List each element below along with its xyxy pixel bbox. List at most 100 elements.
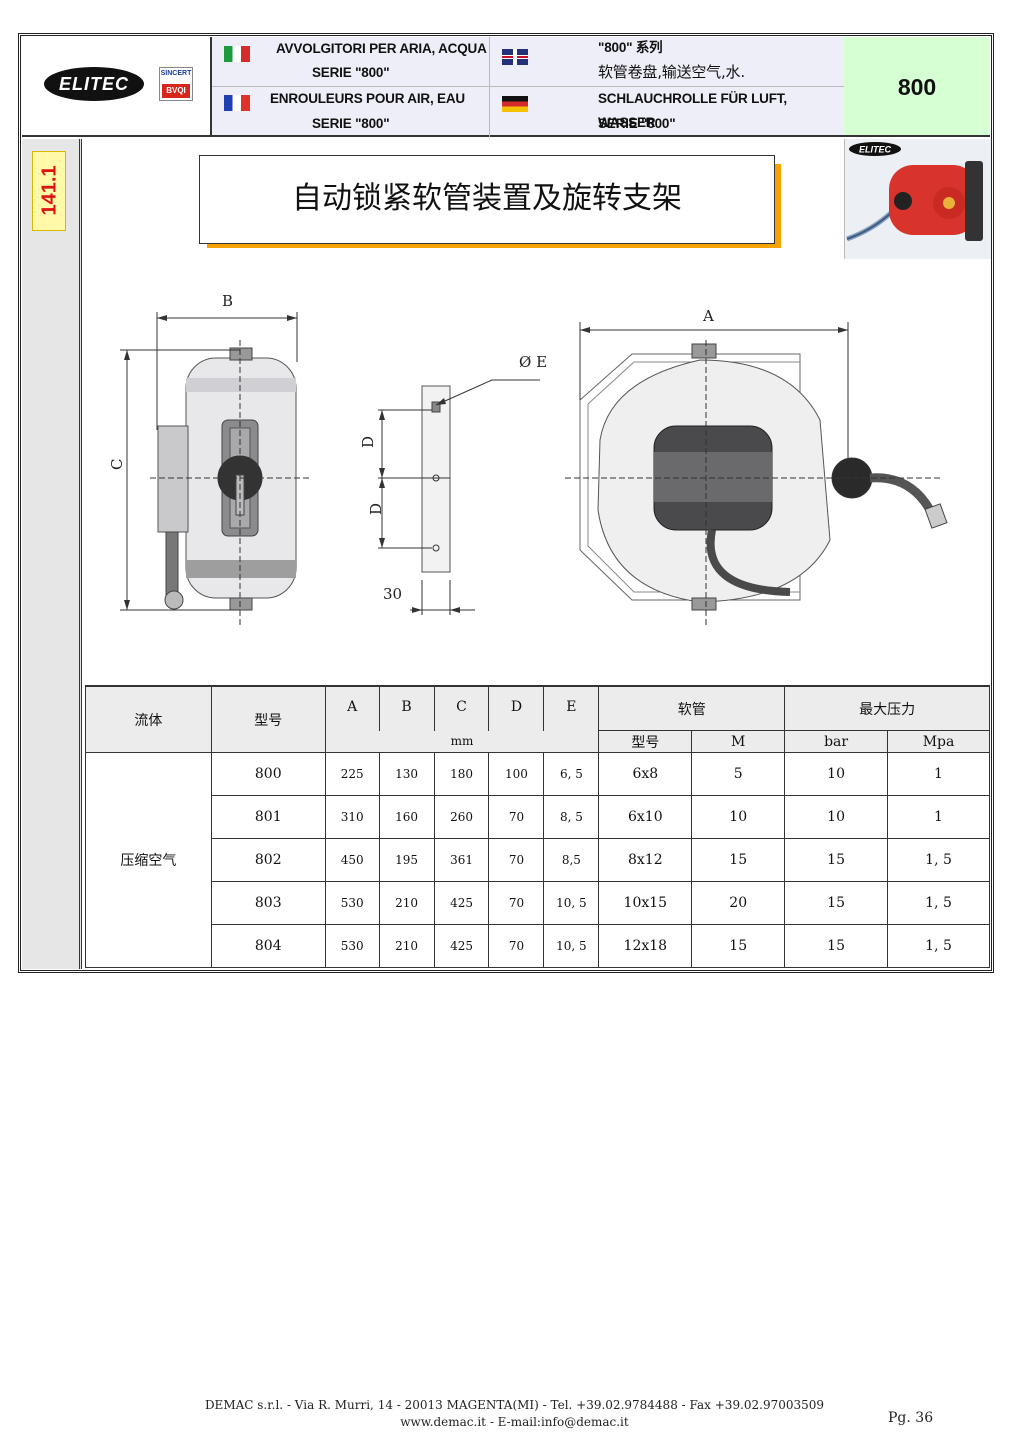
col-pressure: 最大压力 (784, 686, 990, 731)
cn-title-1: "800" 系列 (598, 40, 663, 55)
cn-title-2: 软管卷盘,输送空气,水. (598, 63, 745, 81)
de-title-1: SCHLAUCHROLLE FÜR LUFT, WASSER (598, 91, 787, 130)
header-divider-h (212, 86, 844, 87)
cell-d: 70 (488, 924, 545, 968)
cell-d: 70 (488, 795, 545, 839)
cell-b: 210 (378, 881, 435, 925)
cell-mpa: 1 (887, 795, 990, 839)
page-code: 141.1 (38, 165, 61, 216)
cell-mpa: 1, 5 (887, 924, 990, 968)
page-title: 自动锁紧软管装置及旋转支架 (199, 155, 775, 244)
col-fluid: 流体 (85, 686, 212, 753)
col-d: D (488, 686, 545, 731)
cell-b: 160 (378, 795, 435, 839)
cell-e: 8, 5 (543, 795, 600, 839)
unit-mm: mm (324, 730, 600, 753)
col-hose-m: M (691, 730, 786, 753)
certification-logo: SINCERT BVQI (159, 67, 193, 101)
cell-model: 801 (210, 795, 326, 839)
col-hose-model: 型号 (598, 730, 693, 753)
table-row: 802 450 195 361 70 8,5 8x12 15 15 1, 5 (86, 838, 990, 882)
cell-m: 10 (691, 795, 786, 839)
cell-m: 15 (691, 924, 786, 968)
fr-title-2: SERIE "800" (312, 116, 390, 131)
elitec-logo-text: ELITEC (58, 74, 129, 94)
page-code-tag: 141.1 (32, 151, 66, 231)
cell-hose: 6x8 (598, 752, 693, 796)
cell-bar: 10 (784, 795, 889, 839)
cell-hose: 10x15 (598, 881, 693, 925)
table-row: 801 310 160 260 70 8, 5 6x10 10 10 1 (86, 795, 990, 839)
cell-a: 225 (324, 752, 380, 796)
footer-address: DEMAC s.r.l. - Via R. Murri, 14 - 20013 … (204, 1398, 825, 1412)
cell-c: 180 (433, 752, 490, 796)
cell-mpa: 1 (887, 752, 990, 796)
cell-model: 802 (210, 838, 326, 882)
col-b: B (378, 686, 435, 731)
cell-c: 425 (433, 924, 490, 968)
cell-bar: 10 (784, 752, 889, 796)
col-a: A (324, 686, 380, 731)
cell-d: 100 (488, 752, 545, 796)
cell-c: 425 (433, 881, 490, 925)
cell-m: 20 (691, 881, 786, 925)
cell-d: 70 (488, 838, 545, 882)
footer: DEMAC s.r.l. - Via R. Murri, 14 - 20013 … (0, 1397, 1029, 1431)
page-frame (18, 33, 994, 973)
cell-a: 450 (324, 838, 380, 882)
cell-b: 210 (378, 924, 435, 968)
product-photo: ELITEC (844, 139, 991, 259)
france-flag-icon (224, 95, 250, 111)
cert-bottom-text: BVQI (162, 84, 190, 98)
cell-a: 530 (324, 924, 380, 968)
table-row: 803 530 210 425 70 10, 5 10x15 20 15 1, … (86, 881, 990, 925)
cell-hose: 6x10 (598, 795, 693, 839)
cell-a: 530 (324, 881, 380, 925)
italy-flag-icon (224, 46, 250, 62)
col-bar: bar (784, 730, 889, 753)
cell-c: 361 (433, 838, 490, 882)
table-row: 804 530 210 425 70 10, 5 12x18 15 15 1, … (86, 924, 990, 968)
germany-flag-icon (502, 96, 528, 112)
cert-top-text: SINCERT (160, 70, 192, 77)
elitec-logo: ELITEC (44, 67, 144, 101)
footer-contact: www.demac.it - E-mail:info@demac.it (400, 1415, 629, 1429)
cell-c: 260 (433, 795, 490, 839)
cell-model: 803 (210, 881, 326, 925)
table-row: 压缩空气 800 225 130 180 100 6, 5 6x8 5 10 1 (85, 752, 990, 968)
cell-e: 10, 5 (543, 924, 600, 968)
cell-mpa: 1, 5 (887, 838, 990, 882)
col-mpa: Mpa (887, 730, 990, 753)
cell-b: 195 (378, 838, 435, 882)
cell-m: 15 (691, 838, 786, 882)
cell-mpa: 1, 5 (887, 881, 990, 925)
col-hose: 软管 (598, 686, 786, 731)
cell-e: 10, 5 (543, 881, 600, 925)
it-title-2: SERIE "800" (312, 65, 390, 80)
header-titles: AVVOLGITORI PER ARIA, ACQUA SERIE "800" … (212, 37, 844, 137)
hose-reel-photo: ELITEC (845, 139, 991, 259)
it-title-1: AVVOLGITORI PER ARIA, ACQUA (276, 41, 487, 56)
cell-hose: 8x12 (598, 838, 693, 882)
cell-a: 310 (324, 795, 380, 839)
cell-bar: 15 (784, 881, 889, 925)
cell-m: 5 (691, 752, 786, 796)
uk-flag-icon (502, 49, 528, 65)
col-model: 型号 (210, 686, 326, 753)
fluid-cell: 压缩空气 (85, 752, 212, 968)
photo-logo-text: ELITEC (859, 145, 892, 155)
cell-model: 800 (210, 752, 326, 796)
cell-d: 70 (488, 881, 545, 925)
cell-bar: 15 (784, 838, 889, 882)
col-e: E (543, 686, 600, 731)
cell-e: 8,5 (543, 838, 600, 882)
header-divider-v (489, 37, 490, 137)
cell-hose: 12x18 (598, 924, 693, 968)
cell-b: 130 (378, 752, 435, 796)
cell-model: 804 (210, 924, 326, 968)
logo-area: ELITEC SINCERT BVQI (22, 37, 212, 137)
cell-e: 6, 5 (543, 752, 600, 796)
cell-bar: 15 (784, 924, 889, 968)
series-number: 800 (844, 37, 990, 137)
fr-title-1: ENROULEURS POUR AIR, EAU (270, 91, 465, 106)
